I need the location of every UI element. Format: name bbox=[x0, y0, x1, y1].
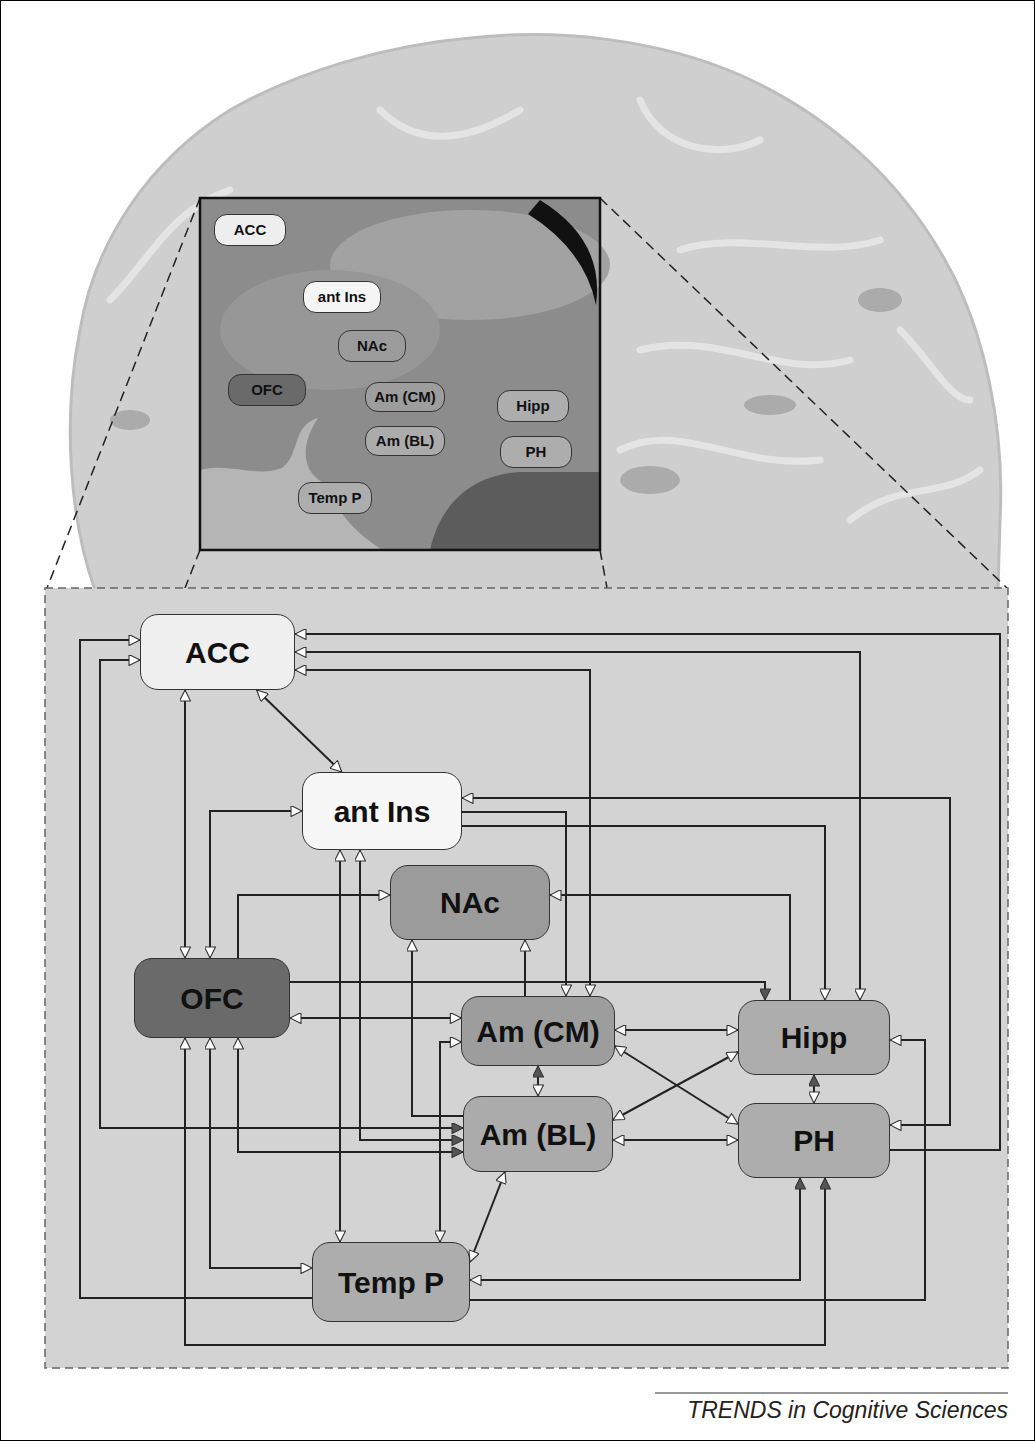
region-box: PH bbox=[738, 1103, 890, 1178]
node-text: Am (CM) bbox=[374, 389, 436, 406]
connector-arrow bbox=[295, 652, 860, 1000]
network-panel bbox=[45, 588, 1008, 1368]
connector-arrow bbox=[295, 634, 1000, 1150]
connector-arrow bbox=[184, 690, 186, 958]
connector-arrow bbox=[440, 1042, 461, 1242]
node-text: ant Ins bbox=[318, 289, 366, 306]
inset-label: PH bbox=[500, 436, 572, 468]
node-text: Am (BL) bbox=[480, 1118, 597, 1151]
region-box: OFC bbox=[134, 958, 290, 1038]
connector-arrow bbox=[462, 798, 950, 1125]
connector-arrow bbox=[537, 1066, 539, 1096]
connector-arrow bbox=[185, 1038, 825, 1345]
connector-arrow bbox=[238, 1038, 463, 1152]
connector-arrow bbox=[238, 895, 390, 958]
zoom-lines bbox=[47, 198, 1007, 588]
connector-arrow bbox=[412, 940, 463, 1116]
connector-arrow bbox=[550, 895, 790, 1000]
caption-rule bbox=[655, 1393, 1008, 1394]
region-box: Am (BL) bbox=[463, 1096, 613, 1172]
region-box: NAc bbox=[390, 865, 550, 940]
inset-label: ACC bbox=[214, 214, 286, 246]
inset-label: Temp P bbox=[298, 482, 372, 514]
node-text: Hipp bbox=[516, 398, 549, 415]
connector-arrow bbox=[615, 1029, 738, 1031]
connector-arrow bbox=[290, 1017, 461, 1019]
region-box: ant Ins bbox=[302, 772, 462, 850]
mri-inset bbox=[200, 198, 610, 550]
node-text: ACC bbox=[185, 636, 250, 669]
node-text: NAc bbox=[357, 338, 387, 355]
region-box: Hipp bbox=[738, 1000, 890, 1075]
connector-arrow bbox=[470, 1178, 800, 1280]
node-text: ACC bbox=[234, 222, 267, 239]
connector-arrow bbox=[339, 850, 341, 1242]
connector-arrow bbox=[613, 1139, 738, 1141]
node-text: Temp P bbox=[308, 490, 361, 507]
node-text: Temp P bbox=[338, 1266, 444, 1299]
connector-arrow bbox=[80, 640, 312, 1298]
inset-label: Am (CM) bbox=[365, 382, 445, 412]
connector-arrow bbox=[257, 690, 342, 772]
connector-arrow bbox=[470, 1172, 505, 1262]
region-box: Am (CM) bbox=[461, 996, 614, 1066]
node-text: Hipp bbox=[781, 1021, 848, 1054]
node-text: OFC bbox=[251, 382, 283, 399]
inset-label: Am (BL) bbox=[365, 426, 445, 456]
credit-label: TRENDS in Cognitive Sciences bbox=[687, 1397, 1008, 1424]
brain-silhouette bbox=[70, 35, 1001, 590]
inset-label: NAc bbox=[338, 330, 406, 362]
node-text: PH bbox=[793, 1124, 835, 1157]
connector-arrow bbox=[210, 811, 302, 958]
node-text: Am (BL) bbox=[376, 433, 434, 450]
connector-arrow bbox=[613, 1052, 738, 1120]
node-text: NAc bbox=[440, 886, 500, 919]
inset-label: OFC bbox=[228, 374, 306, 406]
region-box: ACC bbox=[140, 614, 295, 690]
node-text: PH bbox=[526, 444, 547, 461]
node-text: OFC bbox=[180, 982, 243, 1015]
connector-arrow bbox=[813, 1075, 815, 1103]
inset-label: Hipp bbox=[497, 390, 569, 422]
node-text: ant Ins bbox=[334, 795, 431, 828]
region-box: Temp P bbox=[312, 1242, 470, 1322]
node-text: Am (CM) bbox=[476, 1015, 599, 1048]
connector-arrow bbox=[524, 940, 526, 996]
inset-label: ant Ins bbox=[303, 281, 381, 313]
connector-arrow bbox=[210, 1038, 312, 1268]
